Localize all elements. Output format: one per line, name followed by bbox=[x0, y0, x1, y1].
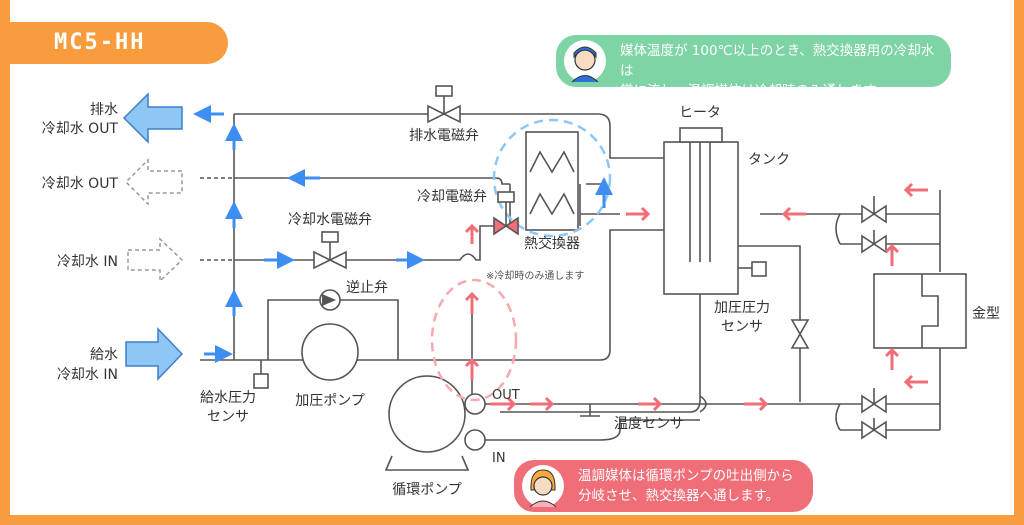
cooling-in-label: 冷却水 IN bbox=[57, 254, 118, 270]
drain-out-arrow bbox=[122, 92, 183, 144]
note-medium-line2: 分岐させ、熱交換器へ通します。 bbox=[578, 488, 780, 504]
supply-in-arrow bbox=[125, 327, 184, 381]
note-water-line2: 常に流し、温調媒体は冷却時のみ通します。 bbox=[620, 83, 889, 99]
cooling-in-arrow bbox=[127, 237, 184, 283]
cooling-valve-icon bbox=[493, 191, 519, 236]
hx-coil-2 bbox=[529, 192, 575, 216]
port-out-label: OUT bbox=[492, 388, 520, 403]
mold-valves bbox=[861, 196, 887, 440]
drain-label-1: 排水 bbox=[90, 102, 118, 118]
cooling-out-arrow bbox=[124, 158, 183, 206]
temp-sensor-label: 温度センサ bbox=[614, 416, 684, 432]
mold-label: 金型 bbox=[972, 306, 1000, 322]
tank-label: タンク bbox=[748, 152, 790, 168]
branch-highlight bbox=[430, 278, 518, 402]
port-in-label: IN bbox=[492, 451, 506, 466]
worker-avatar-icon bbox=[564, 40, 606, 83]
cooling-out-label: 冷却水 OUT bbox=[42, 176, 119, 192]
drain-label-2: 冷却水 OUT bbox=[42, 121, 119, 137]
heater-label: ヒータ bbox=[679, 105, 721, 121]
note-water-line1: 媒体温度が 100℃以上のとき、熱交換器用の冷却水は bbox=[620, 43, 935, 79]
note-medium-line1: 温調媒体は循環ポンプの吐出側から bbox=[578, 468, 794, 484]
drain-valve-icon bbox=[427, 85, 461, 124]
drain-valve-label: 排水電磁弁 bbox=[409, 128, 479, 144]
circ-pump-label: 循環ポンプ bbox=[392, 482, 462, 498]
piping bbox=[200, 113, 967, 471]
cooling-valve-label: 冷却電磁弁 bbox=[417, 189, 487, 205]
note-medium: 温調媒体は循環ポンプの吐出側から 分岐させ、熱交換器へ通します。 bbox=[514, 460, 813, 512]
model-tag: MC5-HH bbox=[10, 22, 228, 64]
cooling-only-note: ※冷却時のみ通します bbox=[486, 269, 584, 282]
medium-flow bbox=[464, 182, 928, 412]
heat-exchanger-label: 熱交換器 bbox=[524, 235, 580, 252]
coolwater-valve-icon bbox=[313, 231, 347, 270]
woman-avatar-icon bbox=[522, 465, 564, 508]
pressure-sensor-label-1: 加圧圧力 bbox=[714, 300, 770, 316]
pressure-valve-icon bbox=[790, 319, 810, 349]
supply-label-1: 給水 bbox=[90, 347, 118, 363]
supply-sensor-label-1: 給水圧力 bbox=[200, 390, 256, 406]
coolwater-valve-label: 冷却水電磁弁 bbox=[288, 212, 372, 228]
hx-coil-1 bbox=[529, 150, 575, 174]
note-water: 媒体温度が 100℃以上のとき、熱交換器用の冷却水は 常に流し、温調媒体は冷却時… bbox=[556, 35, 951, 99]
water-flow bbox=[193, 105, 613, 363]
pressure-sensor-label-2: センサ bbox=[721, 319, 763, 335]
check-valve-label: 逆止弁 bbox=[346, 280, 388, 296]
supply-label-2: 冷却水 IN bbox=[57, 367, 118, 383]
supply-sensor-label-2: センサ bbox=[207, 409, 249, 425]
booster-pump-label: 加圧ポンプ bbox=[295, 393, 365, 409]
check-valve-arrow bbox=[322, 294, 336, 306]
